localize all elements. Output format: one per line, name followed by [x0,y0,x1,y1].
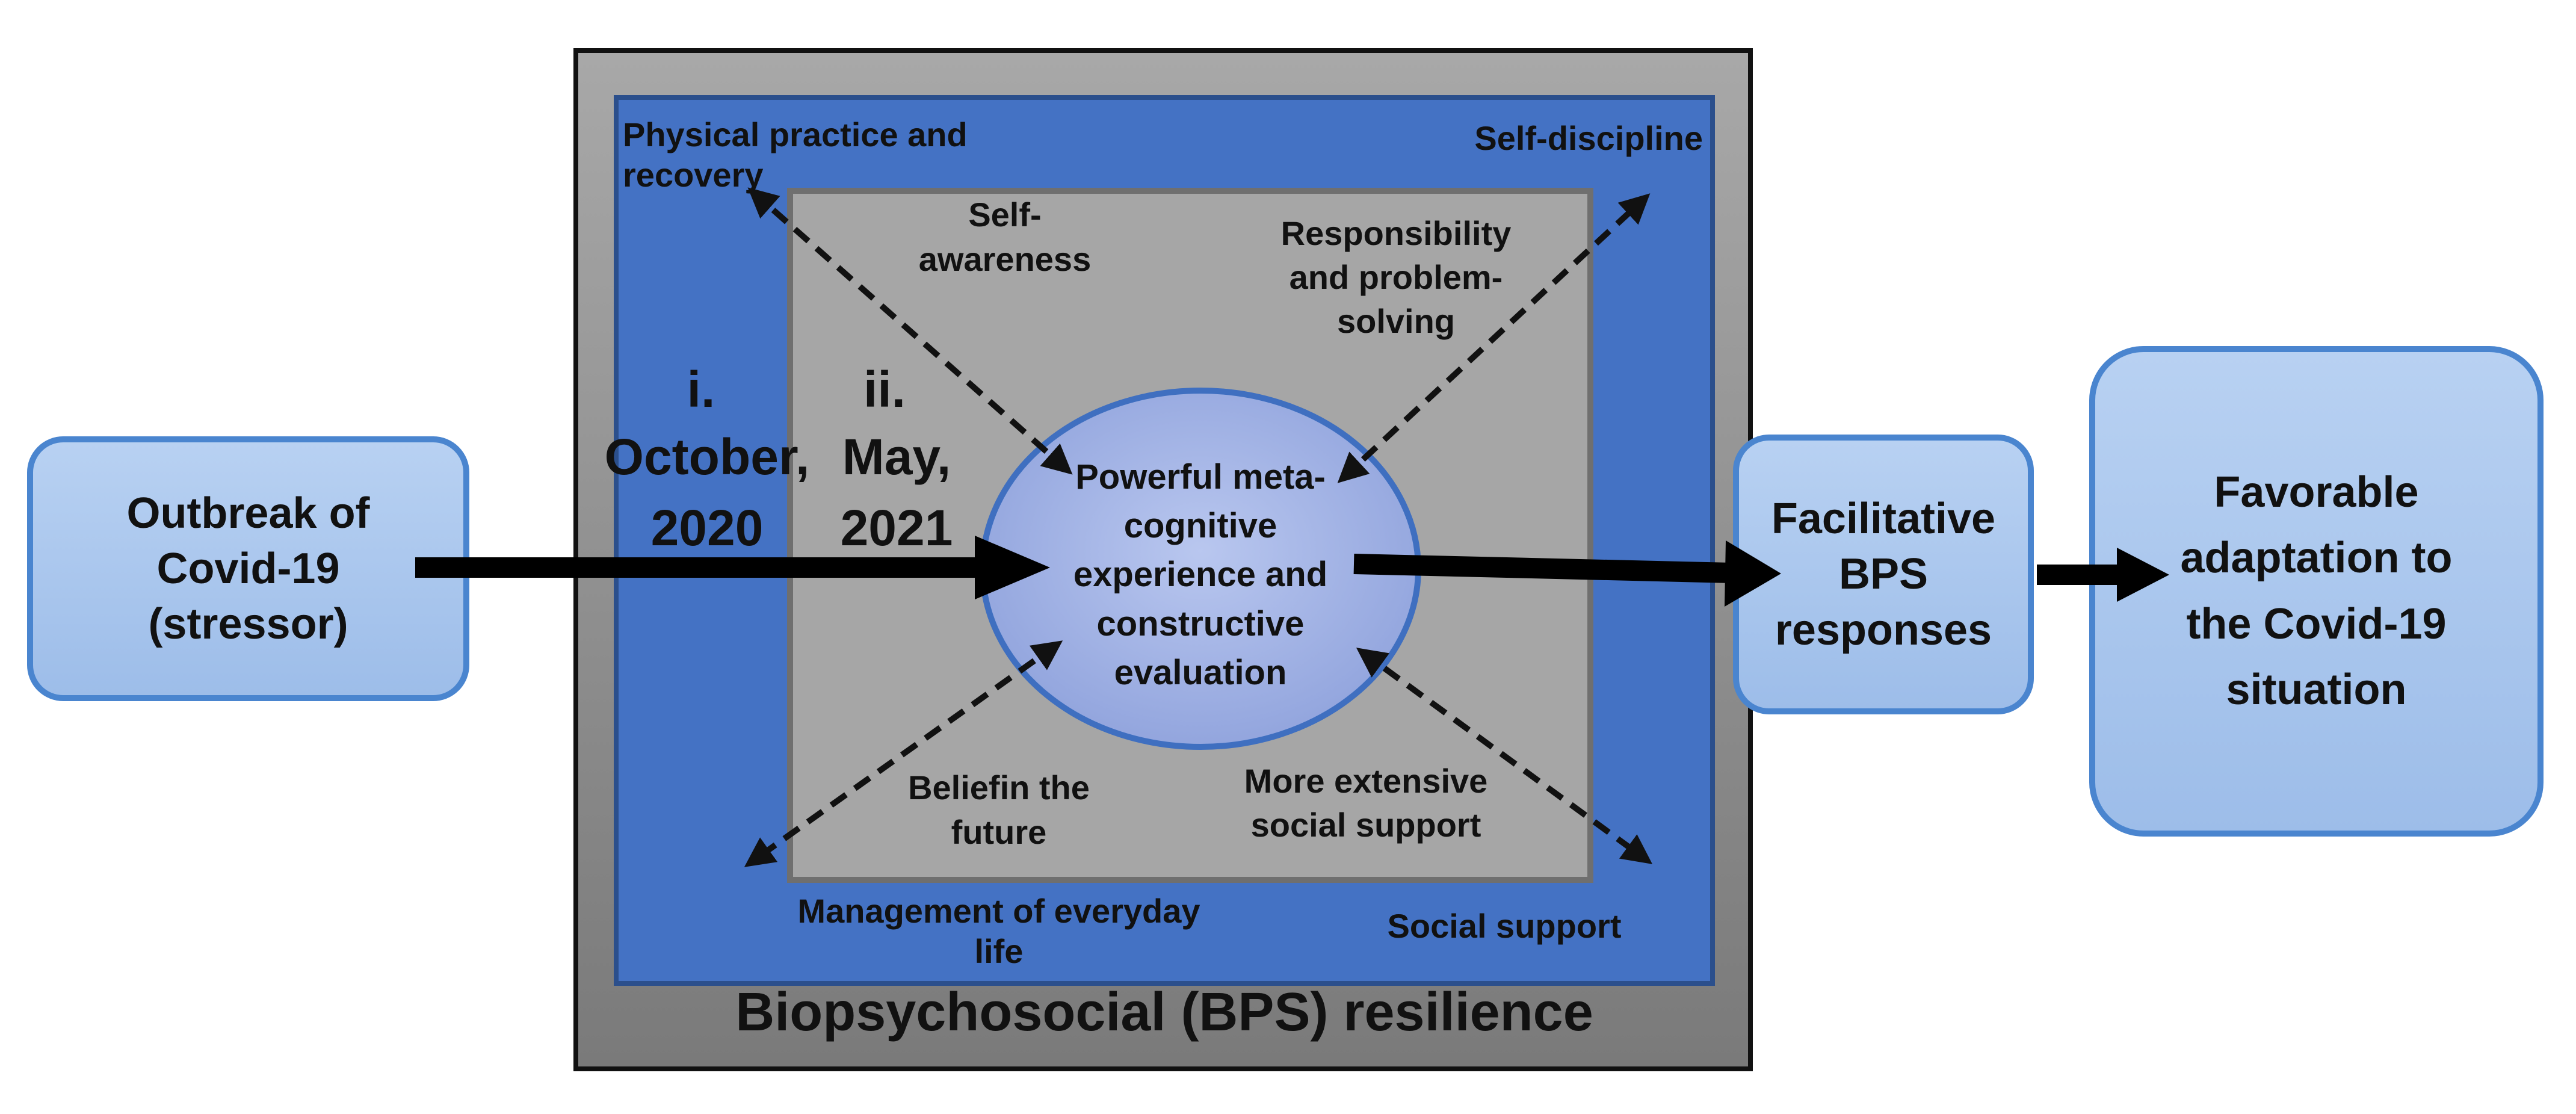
timepoint-first-marker: i. [687,361,715,418]
dashed-arrow-top-right [1337,193,1651,483]
label-social-support: Social support [1387,907,1622,945]
responses-box: Facilitative BPS responses [1733,435,2034,714]
responses-text: Facilitative BPS responses [1771,495,1996,654]
resilience-label: Biopsychosocial (BPS) resilience [735,982,1593,1042]
outcome-box: Favorable adaptation to the Covid-19 sit… [2089,346,2544,837]
label-self-discipline: Self-discipline [1474,119,1703,157]
outcome-text: Favorable adaptation to the Covid-19 sit… [2180,468,2453,714]
arrow-responses-to-outcome [2037,548,2169,602]
label-management-everyday-life: Management of everyday life [797,892,1200,971]
center-text: Powerful meta- cognitive experience and … [1073,457,1328,692]
stressor-text: Outbreak of Covid-19 (stressor) [126,489,370,649]
timepoint-second-date-line2: 2021 [840,500,953,556]
arrow-stressor-to-center [415,536,1050,599]
dashed-arrow-bottom-left [744,640,1063,867]
dashed-arrow-top-left [747,187,1073,475]
dashed-arrow-bottom-right [1356,648,1653,864]
timepoint-first-date-line2: 2020 [650,500,764,556]
label-physical-practice: Physical practice and recovery [623,116,968,194]
arrow-center-to-responses [1353,540,1781,607]
